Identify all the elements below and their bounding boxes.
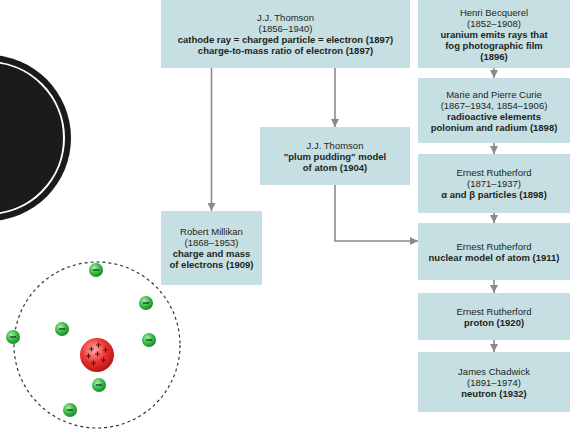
plus-sign — [96, 343, 101, 348]
plus-sign — [101, 358, 106, 363]
electron — [63, 403, 77, 417]
scientist-text: Robert Millikan — [168, 226, 255, 237]
electrons — [6, 263, 156, 417]
dark-disc-outer — [0, 55, 71, 221]
plus-sign — [103, 348, 108, 353]
event-box: James Chadwick(1891–1974)neutron (1932) — [418, 352, 570, 412]
discovery-text: α and β particles (1898) — [426, 189, 562, 200]
scientist-text: (1852–1908) — [436, 18, 552, 29]
discovery-text: charge-to-mass ratio of electron (1897) — [169, 45, 402, 56]
electron — [142, 333, 156, 347]
event-box: J.J. Thomson(1856–1940)cathode ray = cha… — [161, 0, 410, 68]
electron — [55, 322, 69, 336]
scientist-text: (1867–1934, 1854–1906) — [428, 100, 560, 111]
electron — [92, 378, 106, 392]
event-box: Ernest Rutherfordproton (1920) — [418, 293, 570, 340]
plus-sign — [86, 354, 91, 359]
event-box: Robert Millikan(1868–1953)charge and mas… — [161, 211, 262, 285]
proton-charges — [86, 343, 108, 366]
discovery-text: "plum pudding" model of atom (1904) — [281, 151, 389, 173]
discovery-text: radioactive elements polonium and radium… — [428, 111, 560, 133]
timeline-arrow — [493, 143, 495, 154]
scientist-text: (1868–1953) — [168, 237, 255, 248]
timeline-arrow — [493, 213, 495, 223]
scientist-text: J.J. Thomson — [281, 140, 389, 151]
scientist-text: (1856–1940) — [169, 23, 402, 34]
scientist-text: Ernest Rutherford — [426, 167, 562, 178]
electron — [139, 296, 153, 310]
event-box: J.J. Thomson"plum pudding" model of atom… — [260, 127, 410, 185]
plus-sign — [95, 352, 100, 357]
scientist-text: Ernest Rutherford — [426, 306, 562, 317]
discovery-text: nuclear model of atom (1911) — [426, 252, 562, 263]
timeline-arrow — [335, 185, 418, 241]
discovery-text: proton (1920) — [426, 317, 562, 328]
discovery-text: neutron (1932) — [426, 388, 562, 399]
timeline-arrow — [211, 68, 213, 211]
timeline-arrow — [493, 280, 495, 293]
discovery-text: charge and mass of electrons (1909) — [168, 248, 255, 270]
scientist-text: Ernest Rutherford — [426, 241, 562, 252]
nucleus — [80, 338, 114, 372]
scientist-text: (1871–1937) — [426, 178, 562, 189]
dark-disc-ring — [0, 62, 64, 214]
scientist-text: James Chadwick — [426, 366, 562, 377]
timeline-arrow — [493, 340, 495, 352]
electron — [89, 263, 103, 277]
scientist-text: Marie and Pierre Curie — [428, 89, 560, 100]
atom-boundary — [14, 262, 180, 428]
event-box: Ernest Rutherford(1871–1937)α and β part… — [418, 154, 570, 213]
event-box: Henri Becquerel(1852–1908)uranium emits … — [418, 0, 570, 68]
plus-sign — [89, 347, 94, 352]
scientist-text: Henri Becquerel — [436, 7, 552, 18]
dark-disc — [0, 55, 71, 221]
scientist-text: (1891–1974) — [426, 377, 562, 388]
electron — [6, 330, 20, 344]
event-box: Marie and Pierre Curie(1867–1934, 1854–1… — [418, 78, 570, 143]
plus-sign — [91, 361, 96, 366]
event-box: Ernest Rutherfordnuclear model of atom (… — [418, 223, 570, 280]
timeline-arrow — [493, 68, 495, 78]
timeline-arrow — [334, 68, 336, 127]
scientist-text: J.J. Thomson — [169, 12, 402, 23]
discovery-text: cathode ray = charged particle = electro… — [169, 34, 402, 45]
discovery-text: uranium emits rays that fog photographic… — [436, 29, 552, 62]
